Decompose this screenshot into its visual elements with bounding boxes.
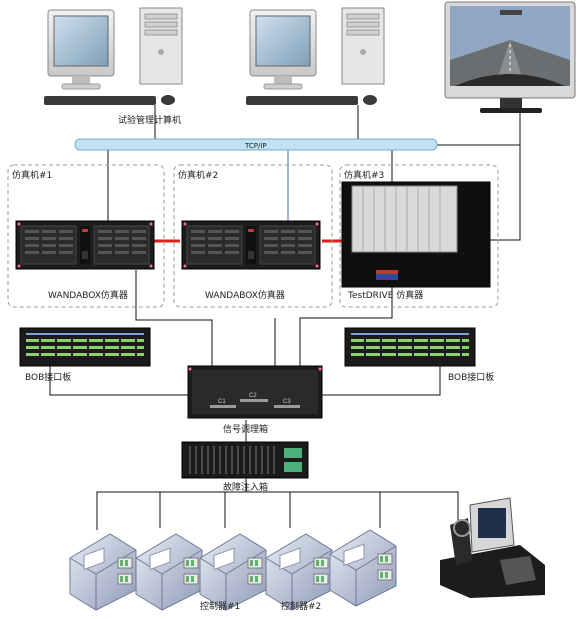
bob-panel-icon <box>19 327 151 367</box>
desktop-computer-icon <box>43 7 183 106</box>
connection-lines <box>49 105 521 530</box>
sim3-group-box <box>339 164 499 308</box>
bob-right-label: BOB接口板 <box>448 371 494 383</box>
ecu-controller-icon <box>135 533 203 611</box>
bob-left-label: BOB接口板 <box>25 371 71 383</box>
sim1-group-box <box>7 164 165 308</box>
bob-panel-icon <box>344 327 476 367</box>
signal-box-icon <box>187 365 323 419</box>
ecu-controller-icon <box>199 533 267 611</box>
controller-1-label: 控制器#1 <box>200 600 240 612</box>
sim1-group-label: 仿真机#1 <box>12 169 52 181</box>
test-pc-label: 试验管理计算机 <box>118 114 181 126</box>
rack-simulator-icon <box>15 220 155 270</box>
testdrive-chassis-icon <box>341 181 491 288</box>
sim2-name: WANDABOX仿真器 <box>205 289 285 301</box>
desktop-computer-icon <box>245 7 385 106</box>
driving-seat-icon <box>440 497 545 598</box>
controller-2-label: 控制器#2 <box>281 600 321 612</box>
simulator-groups <box>7 164 499 308</box>
rack-simulator-icon <box>181 220 321 270</box>
signal-slot-2: C2 <box>249 393 257 399</box>
fault-box-label: 故障注入箱 <box>223 481 268 493</box>
signal-slot-1: C1 <box>218 399 226 405</box>
sim3-group-label: 仿真机#3 <box>344 169 384 181</box>
fault-box-icon <box>181 441 309 479</box>
signal-slot-3: C3 <box>283 399 291 405</box>
ecu-controller-icon <box>265 533 333 611</box>
network-bar <box>74 138 438 151</box>
signal-box-label: 信号调理箱 <box>223 423 268 435</box>
sim3-name: TestDRIVE 仿真器 <box>347 289 423 301</box>
driving-scene-monitor-icon <box>444 1 576 113</box>
ecu-controller-icon <box>329 529 397 607</box>
sim2-group-label: 仿真机#2 <box>178 169 218 181</box>
sim2-group-box <box>173 164 333 308</box>
ecu-controller-icon <box>69 533 137 611</box>
sim1-name: WANDABOX仿真器 <box>48 289 128 301</box>
network-label: TCP/IP <box>244 142 267 150</box>
